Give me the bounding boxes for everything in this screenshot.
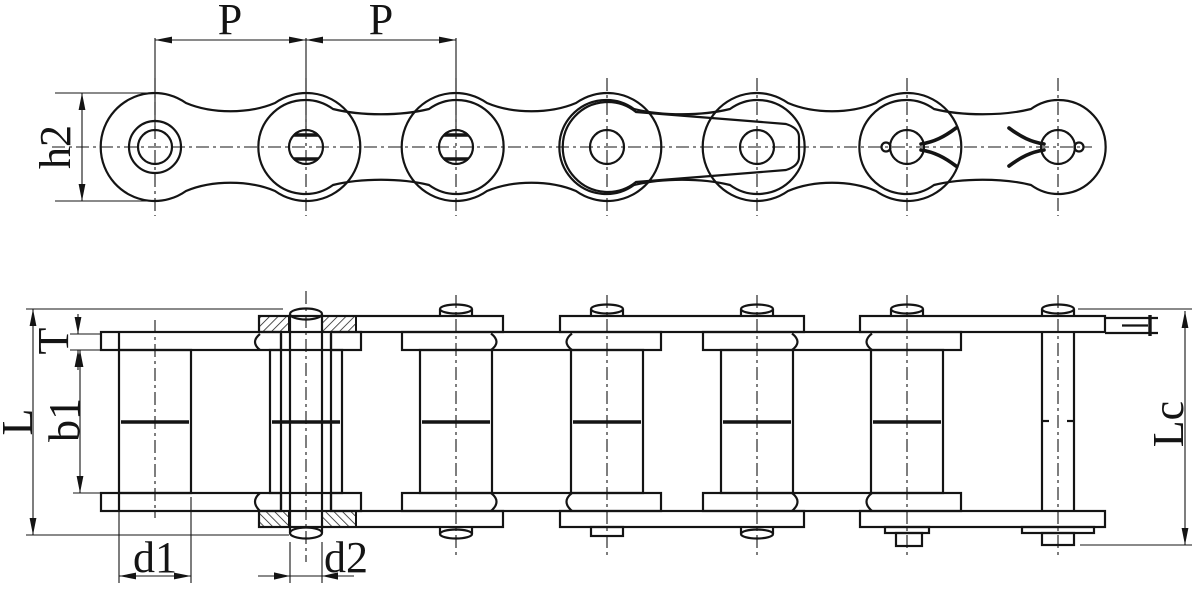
- outer-plate-bands: [257, 314, 1107, 529]
- outer-link-plate-offset: [558, 98, 806, 196]
- inner-plate-edge: [329, 491, 363, 513]
- offset-link-taper: [561, 100, 801, 194]
- pin-tail: [589, 525, 625, 538]
- dim-label-plate-thickness: T: [29, 327, 78, 354]
- roller: [569, 348, 645, 495]
- pin-head-cap: [589, 303, 625, 315]
- rollers: [117, 348, 945, 495]
- roller: [719, 348, 795, 495]
- centerlines: [154, 291, 1059, 562]
- pin-stubs: [438, 303, 1076, 548]
- roller: [117, 348, 193, 495]
- pin-head-cap: [739, 303, 775, 315]
- dim-label-plate-height: h2: [31, 125, 80, 169]
- inner-plate-bands: [99, 330, 963, 513]
- pin-head-cap: [1040, 303, 1076, 315]
- pin-tail: [894, 531, 924, 548]
- spring-clip-leg: [919, 148, 958, 168]
- outer-link-plate: [257, 98, 505, 196]
- clip-eyelet-circle: [880, 141, 892, 153]
- centerlines: [52, 78, 1092, 216]
- dim-label-pin-diameter: d2: [324, 533, 368, 582]
- sectioned-outer-plate: [321, 315, 357, 333]
- pin-end-circle: [738, 128, 776, 166]
- outer-plate-edge: [558, 509, 806, 529]
- outer-plate-edge: [257, 509, 505, 529]
- sectioned-outer-plate: [258, 510, 290, 528]
- inner-plate-edge: [701, 330, 963, 352]
- dim-inner-width: b1: [40, 350, 119, 494]
- outer-plate-edge: [558, 314, 806, 334]
- roller: [869, 348, 945, 495]
- plate-end-contours: [253, 332, 873, 512]
- pin-end-cap: [288, 307, 324, 321]
- inner-link-plate: [701, 91, 963, 203]
- sectioned-outer-plate: [258, 315, 290, 333]
- outer-link-plate-connecting: [858, 98, 1107, 196]
- cotter-pin: [1105, 315, 1158, 336]
- inner-plate-edge: [400, 491, 663, 513]
- inner-plate-edge: [400, 330, 663, 352]
- pin-tail-cap: [438, 528, 474, 540]
- outer-plate-edge: [858, 509, 1107, 529]
- dim-label-pitch-2: P: [369, 0, 393, 44]
- sectioned-pin-joint: [258, 307, 357, 540]
- dim-pin-diameter: d2: [258, 533, 368, 583]
- dim-plate-height: h2: [31, 92, 150, 202]
- outer-plate-edge: [858, 314, 1107, 334]
- plan-view: L T b1 d1 d2: [0, 291, 1193, 583]
- dim-label-pin-length: L: [0, 409, 42, 436]
- dim-label-roller-diameter: d1: [133, 533, 177, 582]
- dim-label-cotter-length: Lc: [1144, 401, 1193, 447]
- pin-head-cap: [438, 303, 474, 315]
- spring-clip-leg: [1007, 126, 1046, 146]
- pin-end-cap: [288, 526, 324, 540]
- sectioned-outer-plate: [321, 510, 357, 528]
- spring-clip: [919, 126, 1046, 168]
- dim-pin-length: L: [0, 308, 289, 536]
- pin-tail: [1040, 531, 1076, 547]
- connecting-pin: [1020, 332, 1096, 547]
- side-view: P P h2: [31, 0, 1107, 216]
- spring-clip-leg: [919, 126, 958, 146]
- inner-plate-edge: [329, 330, 363, 352]
- pin-tail-cap: [739, 528, 775, 540]
- pin-head-cap: [889, 303, 925, 315]
- pin-end-circle: [588, 128, 626, 166]
- dim-roller-diameter: d1: [118, 497, 192, 583]
- clip-eyelet-circle: [1073, 141, 1085, 153]
- roller: [268, 348, 344, 495]
- inner-link-plate: [400, 91, 663, 203]
- dim-cotter-length: Lc: [1078, 308, 1193, 546]
- dim-label-inner-width: b1: [40, 398, 89, 442]
- dim-plate-thickness: T: [29, 314, 119, 370]
- spring-clip-leg: [1007, 148, 1046, 168]
- roller: [418, 348, 494, 495]
- dim-pitch: P P: [154, 0, 457, 134]
- inner-plate-edge: [701, 491, 963, 513]
- inner-link-plate: [99, 91, 362, 203]
- dim-label-pitch-1: P: [218, 0, 242, 44]
